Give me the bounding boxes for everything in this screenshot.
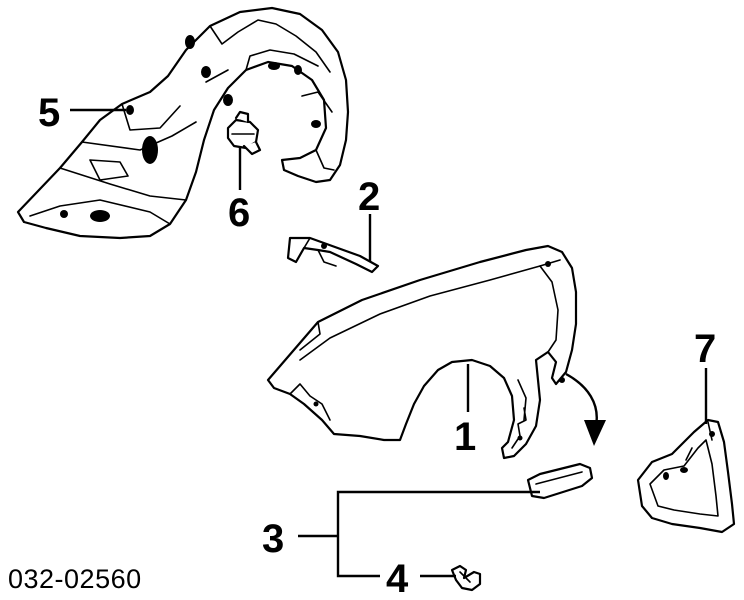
drawing-code: 032-02560 <box>8 564 142 594</box>
garnish-clip <box>450 564 482 592</box>
mud-guard <box>636 418 736 534</box>
callout-7: 7 <box>694 327 716 371</box>
callout-3: 3 <box>262 517 284 561</box>
callout-2: 2 <box>358 175 380 219</box>
front-fender <box>266 244 578 460</box>
callout-1: 1 <box>454 415 476 459</box>
callout-4: 4 <box>386 557 409 600</box>
fender-bracket <box>286 236 380 274</box>
liner-clip <box>226 110 262 156</box>
direction-arrow <box>565 372 606 446</box>
inner-fender-liner <box>16 6 350 240</box>
leader-lines <box>70 108 708 578</box>
callout-6: 6 <box>228 191 250 235</box>
leader-3-bracket <box>336 490 540 578</box>
fender-garnish <box>526 462 594 500</box>
callout-5: 5 <box>38 91 60 135</box>
